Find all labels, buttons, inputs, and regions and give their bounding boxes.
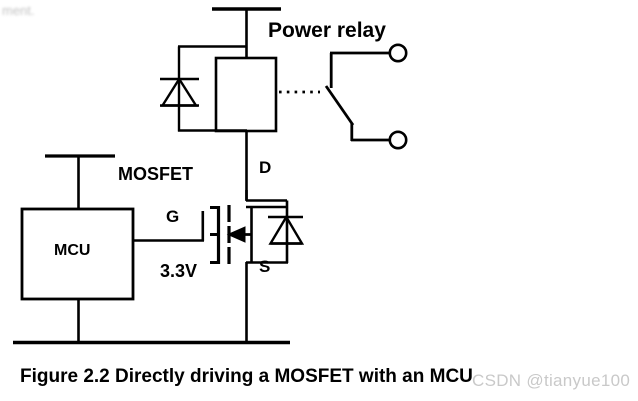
corner-text-artifact: ment. <box>2 3 35 18</box>
flyback-diode-symbol <box>160 76 199 107</box>
label-mosfet: MOSFET <box>118 164 193 184</box>
gate-drive-wire <box>132 211 205 242</box>
figure-caption: Figure 2.2 Directly driving a MOSFET wit… <box>20 366 473 387</box>
label-gate-terminal: G <box>166 207 180 226</box>
mosfet-body-diode <box>268 200 305 263</box>
mosfet-gate-plate <box>210 206 221 264</box>
relay-coil-symbol <box>214 56 278 133</box>
label-supply-voltage: 3.3V <box>160 261 198 281</box>
label-mcu: MCU <box>54 242 91 259</box>
mosfet-drain-lead <box>245 190 287 202</box>
relay-terminal-bottom <box>388 130 408 150</box>
label-source-terminal: S <box>259 257 271 276</box>
relay-switch-contacts <box>324 43 408 150</box>
relay-terminal-top <box>388 43 408 63</box>
label-drain-terminal: D <box>259 158 272 177</box>
relay-supply-rail <box>212 7 281 58</box>
mcu-supply-rail <box>45 154 115 210</box>
watermark-text: CSDN @tianyue100 <box>472 371 631 390</box>
mosfet-channel-arrow <box>226 226 252 243</box>
label-power-relay: Power relay <box>268 19 386 42</box>
mosfet-source-lead <box>245 205 288 342</box>
